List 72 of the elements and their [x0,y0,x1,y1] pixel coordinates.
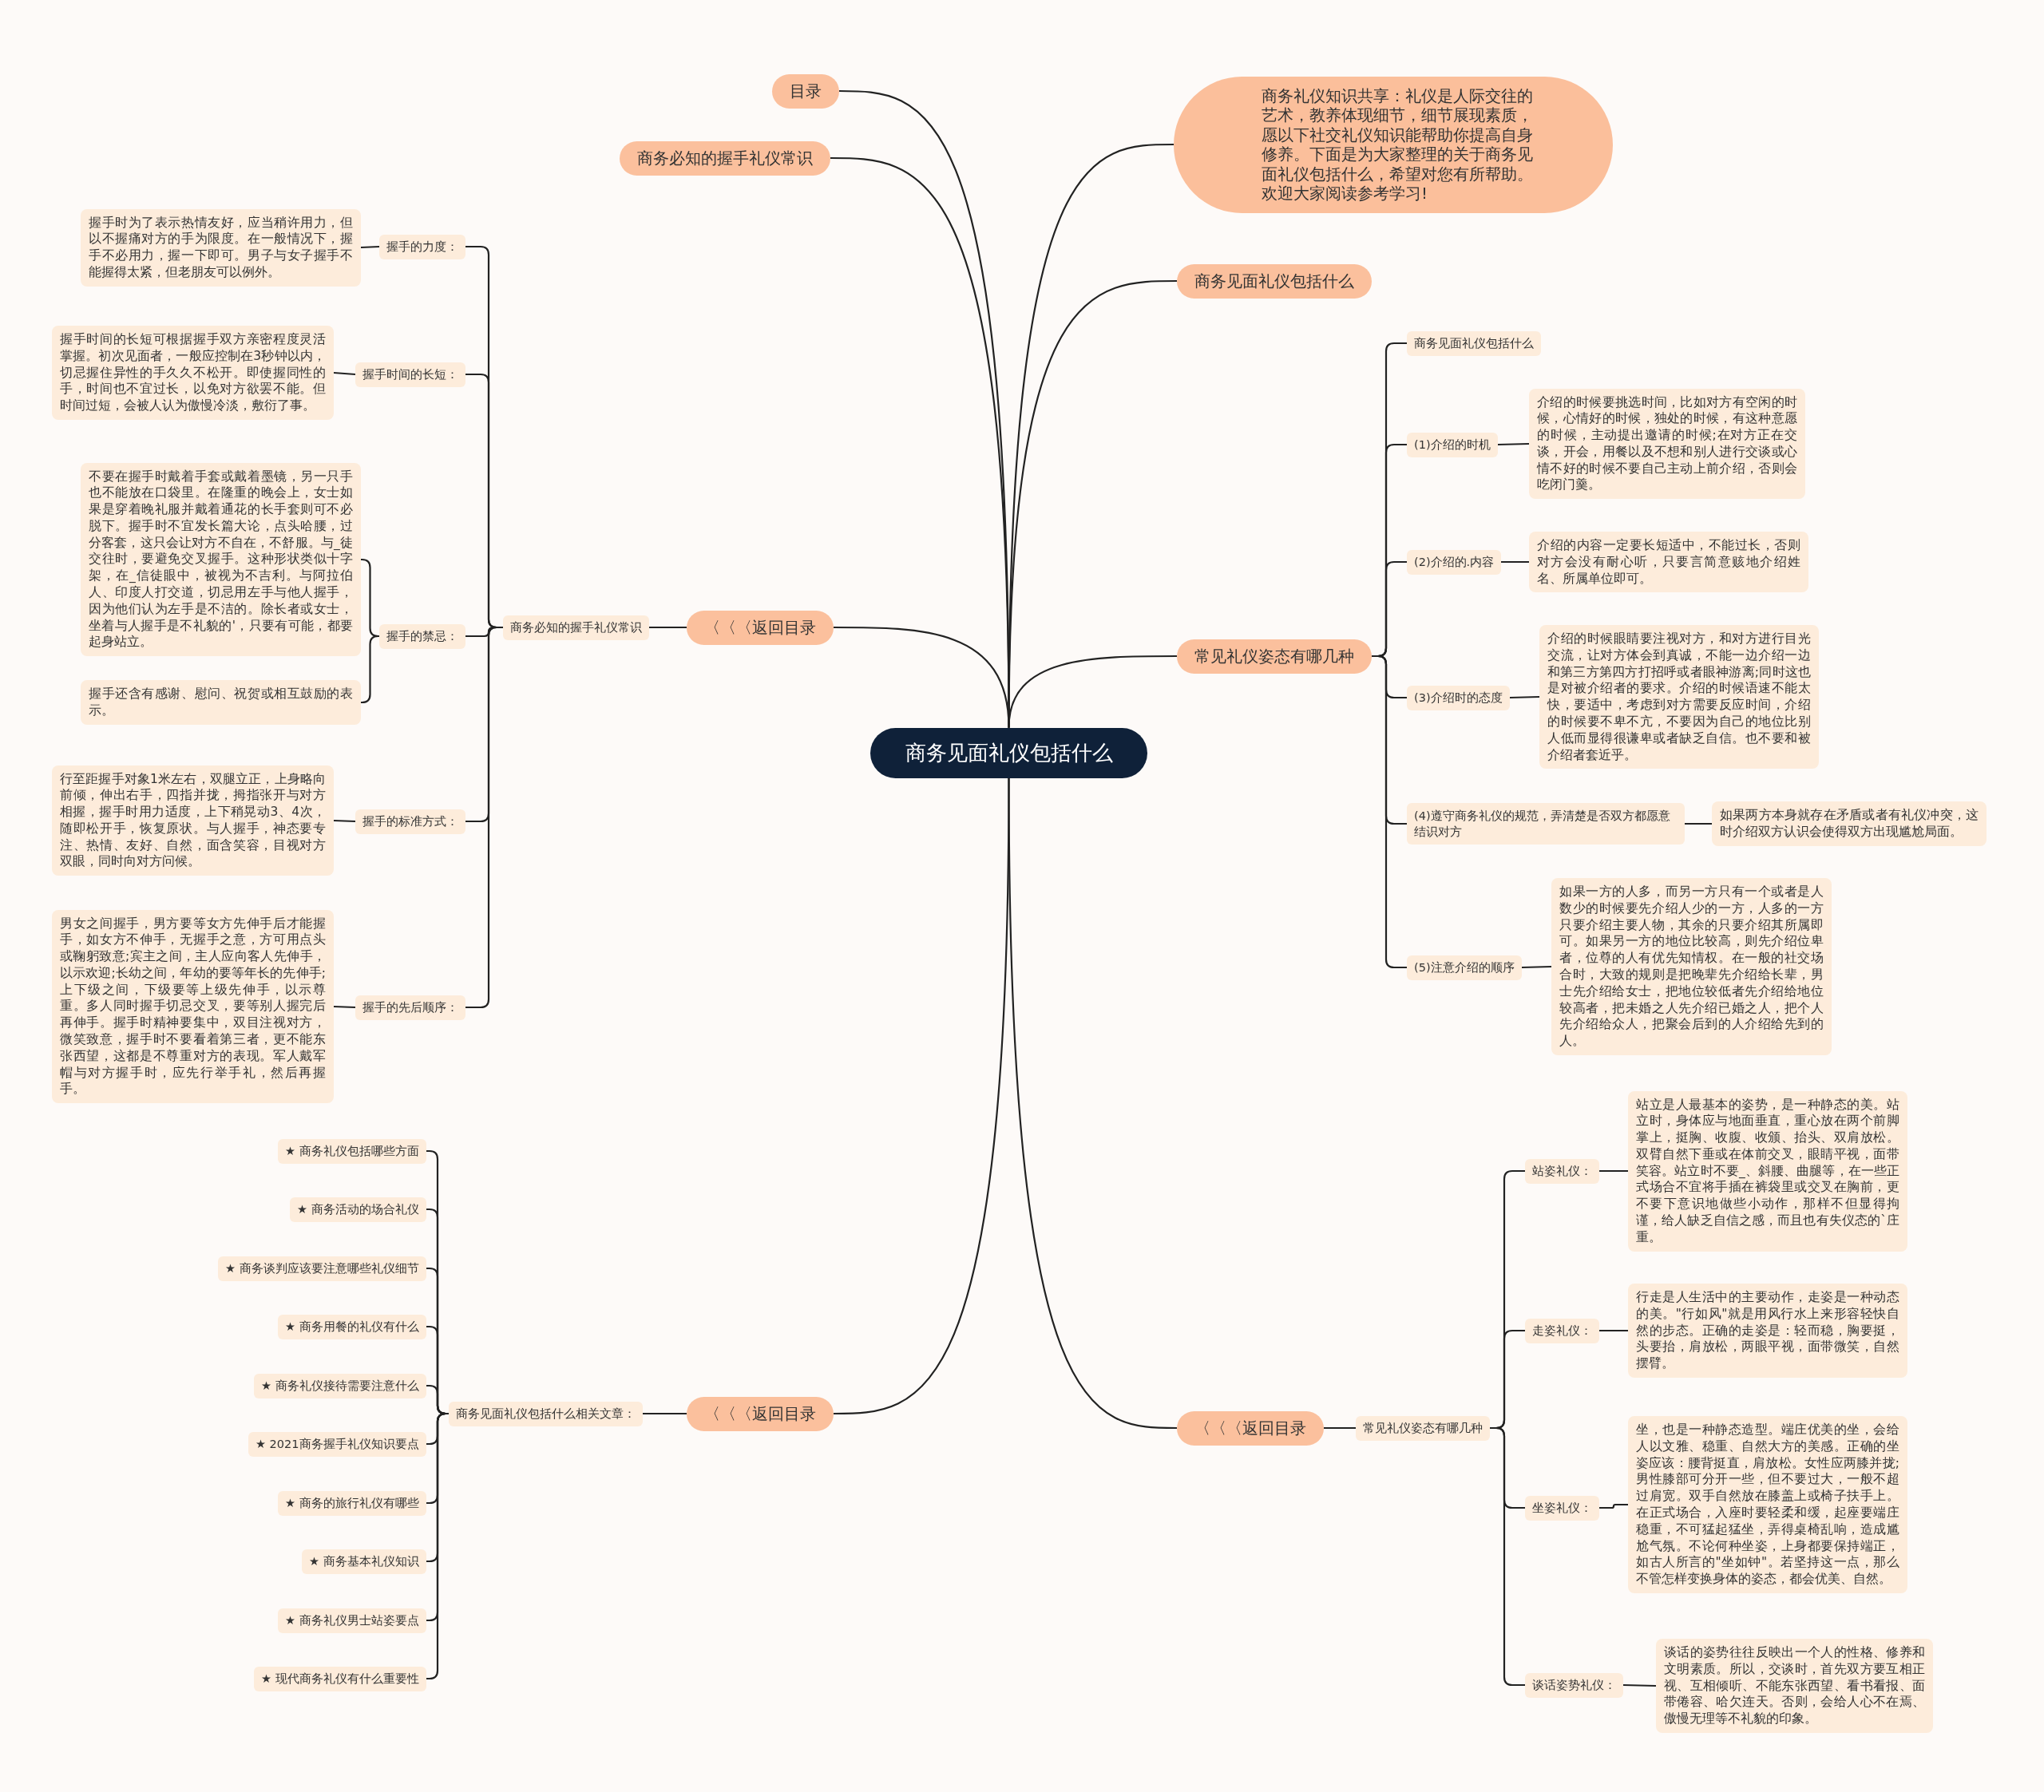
subtopic-label: 走姿礼仪： [1525,1318,1599,1343]
connector-line [1324,1426,1356,1430]
subtopic-label: 商务见面礼仪包括什么相关文章： [449,1401,643,1426]
subtopic-label: ★ 商务基本礼仪知识 [302,1549,426,1574]
detail-note: 男女之间握手，男方要等女方先伸手后才能握手，如女方不伸手，无握手之意，方可用点头或鞠躬致意;宾主之间，主人应向客人先伸手，以示欢迎;长幼之间，年幼的要等年长的先伸手;上下级之间，下级要等上级先伸手，以示尊重。多人同时握手切忌交叉，要等别人握完后再伸手。握手时精神要集中，双目注视对方，微笑致意，握手时不要看着第三者，更不能东张西望，这都是不尊重对方的表现。军人戴军帽与对方握手时，应先行举手礼，然后再握手。 [52,909,334,1104]
subtopic-label: ★ 2021商务握手礼仪知识要点 [248,1431,426,1457]
detail-note: 握手还含有感谢、慰问、祝贺或相互鼓励的表示。 [81,680,361,725]
subtopic-label: 握手的禁忌： [379,623,465,649]
connector-line [360,245,380,249]
subtopic-label: 握手的标准方式： [355,809,465,834]
connector-line [643,1412,687,1415]
subtopic-label: 商务见面礼仪包括什么 [1407,330,1541,356]
subtopic-label: 谈话姿势礼仪： [1525,1672,1623,1698]
connector-line [1622,1683,1657,1687]
branch-topic: 〈〈〈返回目录 [1177,1410,1324,1446]
detail-note: 介绍的时候眼睛要注视对方，和对方进行目光交流，让对方体会到真诚，不能一边介绍一边和第三方第四方打招呼或者眼神游离;同时这也是对被介绍者的要求。介绍的时候语速不能太快，要适中，考虑到对方需要反应时间，介绍的时候要不卑不亢，不要因为自己的地位比别人低而显得很谦卑或者缺乏自信。也不要和被介绍者套近乎。 [1539,625,1819,769]
branch-topic: 商务必知的握手礼仪常识 [620,140,830,176]
central-topic: 商务见面礼仪包括什么 [870,727,1147,778]
connector-line [1599,1329,1628,1332]
subtopic-label: 握手的先后顺序： [355,995,465,1020]
detail-note: 坐，也是一种静态造型。端庄优美的坐，会给人以文雅、稳重、自然大方的美感。正确的坐姿应该：腰背挺直，肩放松。女性应两膝并拢;男性膝部可分开一些，但不要过大，一般不超过肩宽。双手自然放在膝盖上或椅子扶手上。在正式场合，入座时要轻柔和缓，起座要端庄稳重，不可猛起猛坐，弄得桌椅乱响，造成尴尬气氛。不论何种坐姿，上身都要保持端正，如古人所言的"坐如钟"。若坚持这一点，那么不管怎样变换身体的姿态，都会优美、自然。 [1628,1416,1907,1593]
subtopic-label: (5)注意介绍的顺序 [1407,955,1522,980]
detail-note: 站立是人最基本的姿势，是一种静态的美。站立时，身体应与地面垂直，重心放在两个前脚掌上，挺胸、收腹、收颁、抬头、双肩放松。双臂自然下垂或在体前交叉，眼睛平视，面带笑容。站立时不要_、斜腰、曲腿等，在一些正式场合不宜将手插在裤袋里或交叉在胸前，更不要下意识地做些小动作，那样不但显得拘谨，给人缺乏自信之感，而且也有失仪态的`庄重。 [1628,1090,1907,1252]
subtopic-label: ★ 商务活动的场合礼仪 [290,1197,426,1222]
detail-note: 握手时间的长短可根据握手双方亲密程度灵活掌握。初次见面者，一般应控制在3秒钟以内，切忌握住异性的手久久不松开。即使握同性的手，时间也不宜过长，以免对方欲罢不能。但时间过短，会被人认为傲慢冷淡，敷衍了事。 [52,326,334,420]
connector-line [834,626,1010,728]
detail-note: 介绍的时候要挑选时间，比如对方有空闲的时候，心情好的时候，独处的时候，有这种意愿的时候，主动提出邀请的时候;在对方正在交谈，开会，用餐以及不想和别人进行交谈或心情不好的时候不要自己主动上前介绍，否则会吃闭门羹。 [1529,388,1805,500]
subtopic-label: ★ 商务谈判应该要注意哪些礼仪细节 [218,1256,426,1281]
connector-line [649,626,687,629]
subtopic-label: (4)遵守商务礼仪的规范，弄清楚是否双方都愿意结识对方 [1407,803,1685,845]
branch-topic: 常见礼仪姿态有哪几种 [1177,639,1372,674]
connector-line [1372,655,1407,969]
subtopic-label: ★ 商务礼仪男士站姿要点 [278,1608,426,1633]
branch-topic: 目录 [772,73,839,109]
subtopic-label: ★ 商务用餐的礼仪有什么 [278,1314,426,1339]
detail-note: 如果一方的人多，而另一方只有一个或者是人数少的时候要先介绍人少的一方，人多的一方只要介绍主要人物，其余的只要介绍其所属即可。如果另一方的地位比较高，则先介绍位卑者，位尊的人有优先知情权。在一般的社交场合时，大致的规则是把晚辈先介绍给长辈，男士先介绍给女士，把地位较低者先介绍给地位较高者，把未婚之人先介绍已婚之人，把个人先介绍给众人，把聚会后到的人介绍给先到的人。 [1551,878,1832,1055]
detail-note: 介绍的内容一定要长短适中，不能过长，否则对方会没有耐心听，只要言简意赅地介绍姓名、所属单位即可。 [1529,532,1808,593]
detail-note: 行至距握手对象1米左右，双腿立正，上身略向前倾，伸出右手，四指并拢，拇指张开与对方相握，握手时用力适度，上下稍晃动3、4次，随即松开手，恢复原状。与人握手，神态要专注、热情、友好、自然，面含笑容，目视对方双眼，同时向对方问候。 [52,765,334,876]
subtopic-label: 商务必知的握手礼仪常识 [503,615,649,640]
subtopic-label: ★ 现代商务礼仪有什么重要性 [254,1666,426,1691]
detail-note: 不要在握手时戴着手套或戴着墨镜，另一只手也不能放在口袋里。在隆重的晚会上，女士如果是穿着晚礼服并戴着通花的长手套则可不必脱下。握手时不宜发长篇大论，点头哈腰，过分客套，这只会让对方不自在，不舒服。与_徒交往时，要避免交叉握手。这种形状类似十字架，在_信徒眼中，被视为不吉利。与阿拉伯人、印度人打交道，切忌用左手与他人握手，因为他们认为左手是不洁的。除长者或女士，坐着与人握手是不礼貌的'，只要有可能，都要起身站立。 [81,462,361,657]
connector-line [1501,560,1529,564]
subtopic-label: 坐姿礼仪： [1525,1495,1599,1521]
connector-line [1497,442,1530,446]
detail-note: 如果两方本身就存在矛盾或者有礼仪冲突，这时介绍双方认识会使得双方出现尴尬局面。 [1712,801,1987,846]
subtopic-label: 握手时间的长短： [355,362,465,387]
subtopic-label: (1)介绍的时机 [1407,432,1498,457]
subtopic-label: 站姿礼仪： [1525,1158,1599,1184]
subtopic-label: ★ 商务的旅行礼仪有哪些 [278,1490,426,1516]
subtopic-label: (2)介绍的.内容 [1407,549,1502,575]
subtopic-label: 常见礼仪姿态有哪几种 [1356,1415,1490,1441]
intro-bubble: 商务礼仪知识共享：礼仪是人际交往的艺术，教养体现细节，细节展现素质，愿以下社交礼仪知识能帮助你提高自身修养。下面是为大家整理的关于商务见面礼仪包括什么，希望对您有所帮助。欢迎大家阅读参考学习! [1174,76,1613,213]
connector-line [1521,965,1552,969]
connector-line [333,819,356,823]
connector-line [1685,822,1712,825]
branch-topic: 商务见面礼仪包括什么 [1177,263,1372,299]
detail-note: 谈话的姿势往往反映出一个人的性格、修养和文明素质。所以，交谈时，首先双方要互相正视、互相倾听、不能东张西望、看书看报、面带倦容、哈欠连天。否则，会给人心不在焉、傲慢无理等不礼貌的印象。 [1656,1639,1933,1733]
subtopic-label: ★ 商务礼仪包括哪些方面 [278,1138,426,1164]
connector-line [1008,777,1177,1430]
connector-line [1509,695,1540,699]
connector-line [1599,1169,1628,1173]
subtopic-label: (3)介绍时的态度 [1407,685,1510,710]
detail-note: 行走是人生活中的主要动作，走姿是一种动态的美。"行如风"就是用风行水上来形容轻快自然的步态。正确的走姿是：轻而稳，胸要挺，头要抬，肩放松，两眼平视，面带微笑，自然摆臂。 [1628,1284,1907,1378]
connector-line [333,371,356,376]
detail-note: 握手时为了表示热情友好，应当稍许用力，但以不握痛对方的手为限度。在一般情况下，握手不必用力，握一下即可。男子与女子握手不能握得太紧，但老朋友可以例外。 [81,208,361,287]
branch-topic: 〈〈〈返回目录 [687,610,834,645]
connector-line [1599,1503,1628,1509]
subtopic-label: ★ 商务礼仪接待需要注意什么 [254,1373,426,1398]
connector-line [333,1005,356,1009]
subtopic-label: 握手的力度： [379,234,465,259]
connector-line [360,635,380,704]
branch-topic: 〈〈〈返回目录 [687,1396,834,1431]
